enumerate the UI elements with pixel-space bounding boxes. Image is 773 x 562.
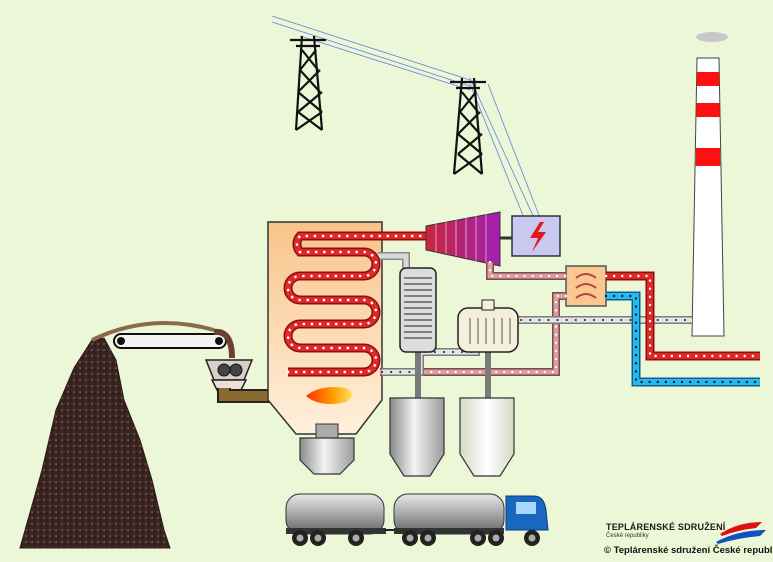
- electrostatic-precipitator: [399, 267, 437, 353]
- desulphurisation-unit: [457, 299, 519, 353]
- power-pylon-left: [290, 35, 326, 131]
- chimney: [691, 32, 728, 337]
- logo-block: TEPLÁRENSKÉ SDRUŽENÍ České republiky © T…: [604, 522, 773, 560]
- power-lines: [271, 15, 541, 219]
- steam-coil: [283, 231, 428, 377]
- logo-name: TEPLÁRENSKÉ SDRUŽENÍ: [606, 522, 726, 532]
- steam-turbine: [425, 211, 512, 267]
- copyright-text: © Teplárenské sdružení České republiky: [604, 545, 773, 556]
- coal-conveyor: [91, 320, 235, 359]
- heat-exchanger: [565, 265, 607, 307]
- generator: [511, 215, 561, 257]
- logo-subtitle: České republiky: [606, 533, 649, 539]
- logo-icon: [716, 522, 766, 544]
- coal-heap: [19, 337, 171, 549]
- flue-gas-duct: [378, 252, 410, 270]
- lightning-bolt-icon: [530, 222, 546, 252]
- truck: [285, 493, 549, 546]
- power-pylon-right: [450, 77, 486, 175]
- return-water-pipe: [604, 291, 762, 387]
- gypsum-silo: [459, 397, 515, 477]
- condensate-pipe: [378, 260, 568, 376]
- fly-ash-silo: [389, 397, 445, 477]
- slag-silo: [299, 423, 355, 475]
- hot-water-supply-pipe: [604, 271, 762, 361]
- burner-flame-icon: [306, 387, 352, 404]
